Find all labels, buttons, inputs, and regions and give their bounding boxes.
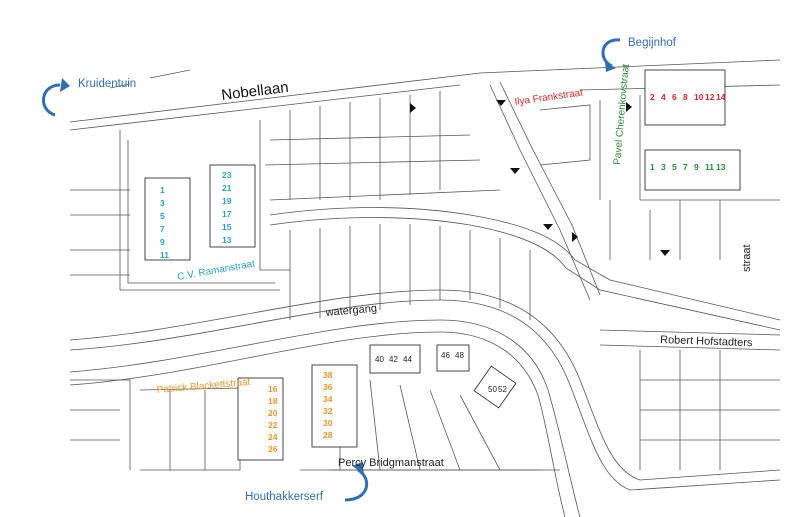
house-number[interactable]: 1 — [160, 185, 165, 195]
house-number[interactable]: 42 — [389, 355, 398, 364]
begijnhof-arrow-icon — [601, 38, 621, 68]
place-kruidentuin[interactable]: Kruidentuin — [78, 78, 136, 90]
house-number[interactable]: 14 — [716, 92, 726, 102]
house-number[interactable]: 9 — [160, 237, 165, 247]
house-number[interactable]: 50 — [488, 385, 497, 394]
house-number[interactable]: 4 — [661, 92, 666, 102]
house-number[interactable]: 40 — [375, 355, 384, 364]
house-number[interactable]: 15 — [222, 222, 232, 232]
house-number[interactable]: 5 — [160, 211, 165, 221]
house-number[interactable]: 11 — [160, 250, 169, 260]
house-number[interactable]: 3 — [661, 162, 666, 172]
street-pavel-cherenkovstraat[interactable]: Pavel Cherenkovstraat — [612, 63, 632, 165]
street-robert-hofstadters[interactable]: Robert Hofstadters — [660, 334, 753, 349]
house-number[interactable]: 24 — [268, 432, 278, 442]
street-percy-bridgmanstraat[interactable]: Percy Bridgmanstraat — [338, 457, 444, 469]
place-begijnhof[interactable]: Begijnhof — [628, 37, 677, 49]
house-number[interactable]: 2 — [650, 92, 655, 102]
house-number[interactable]: 11 — [705, 162, 714, 172]
street-straat[interactable]: straat — [741, 244, 753, 272]
house-number[interactable]: 9 — [694, 162, 699, 172]
house-number[interactable]: 3 — [160, 198, 165, 208]
watergang-label[interactable]: watergang — [324, 303, 377, 320]
house-number[interactable]: 30 — [323, 418, 333, 428]
house-number[interactable]: 17 — [222, 209, 232, 219]
kruidentuin-arrowhead-icon — [60, 78, 70, 92]
house-number[interactable]: 44 — [403, 355, 412, 364]
house-number[interactable]: 5 — [672, 162, 677, 172]
street-ilya-frankstraat[interactable]: Ilya Frankstraat — [514, 87, 584, 108]
houthakkerserf-arrow-icon — [344, 468, 369, 502]
house-number[interactable]: 6 — [672, 92, 677, 102]
houthakkerserf-arrowhead-icon — [352, 462, 364, 474]
building-blocks — [144, 69, 741, 461]
house-number[interactable]: 8 — [683, 92, 688, 102]
house-number[interactable]: 38 — [323, 370, 333, 380]
house-number[interactable]: 21 — [222, 183, 232, 193]
house-number[interactable]: 19 — [222, 196, 232, 206]
house-number[interactable]: 7 — [683, 162, 688, 172]
house-number[interactable]: 16 — [268, 384, 278, 394]
place-labels: Kruidentuin Begijnhof Houthakkerserf — [42, 37, 677, 503]
house-number[interactable]: 12 — [705, 92, 715, 102]
house-number[interactable]: 32 — [323, 406, 333, 416]
parcel-lines — [69, 59, 781, 517]
house-number[interactable]: 46 — [441, 351, 450, 360]
house-number[interactable]: 13 — [716, 162, 726, 172]
house-number[interactable]: 18 — [268, 396, 278, 406]
house-number[interactable]: 52 — [498, 385, 507, 394]
house-number[interactable]: 48 — [455, 351, 464, 360]
house-number[interactable]: 34 — [323, 394, 333, 404]
place-houthakkerserf[interactable]: Houthakkerserf — [245, 491, 324, 503]
house-number[interactable]: 20 — [268, 408, 278, 418]
house-number[interactable]: 10 — [694, 92, 704, 102]
house-number[interactable]: 36 — [323, 382, 333, 392]
house-number[interactable]: 23 — [222, 170, 232, 180]
house-number[interactable]: 7 — [160, 224, 165, 234]
house-number[interactable]: 28 — [323, 430, 333, 440]
house-number[interactable]: 1 — [650, 162, 655, 172]
house-number[interactable]: 26 — [268, 444, 278, 454]
kruidentuin-arrow-icon — [42, 83, 61, 117]
street-cv-ramanstraat[interactable]: C.V. Ramanstraat — [177, 258, 256, 283]
house-number[interactable]: 13 — [222, 235, 232, 245]
house-number[interactable]: 22 — [268, 420, 278, 430]
begijnhof-arrowhead-icon — [605, 62, 616, 72]
traffic-arrows — [410, 100, 670, 256]
street-patrick-blackettstraat[interactable]: Patrick Blackettstraat — [156, 377, 251, 396]
